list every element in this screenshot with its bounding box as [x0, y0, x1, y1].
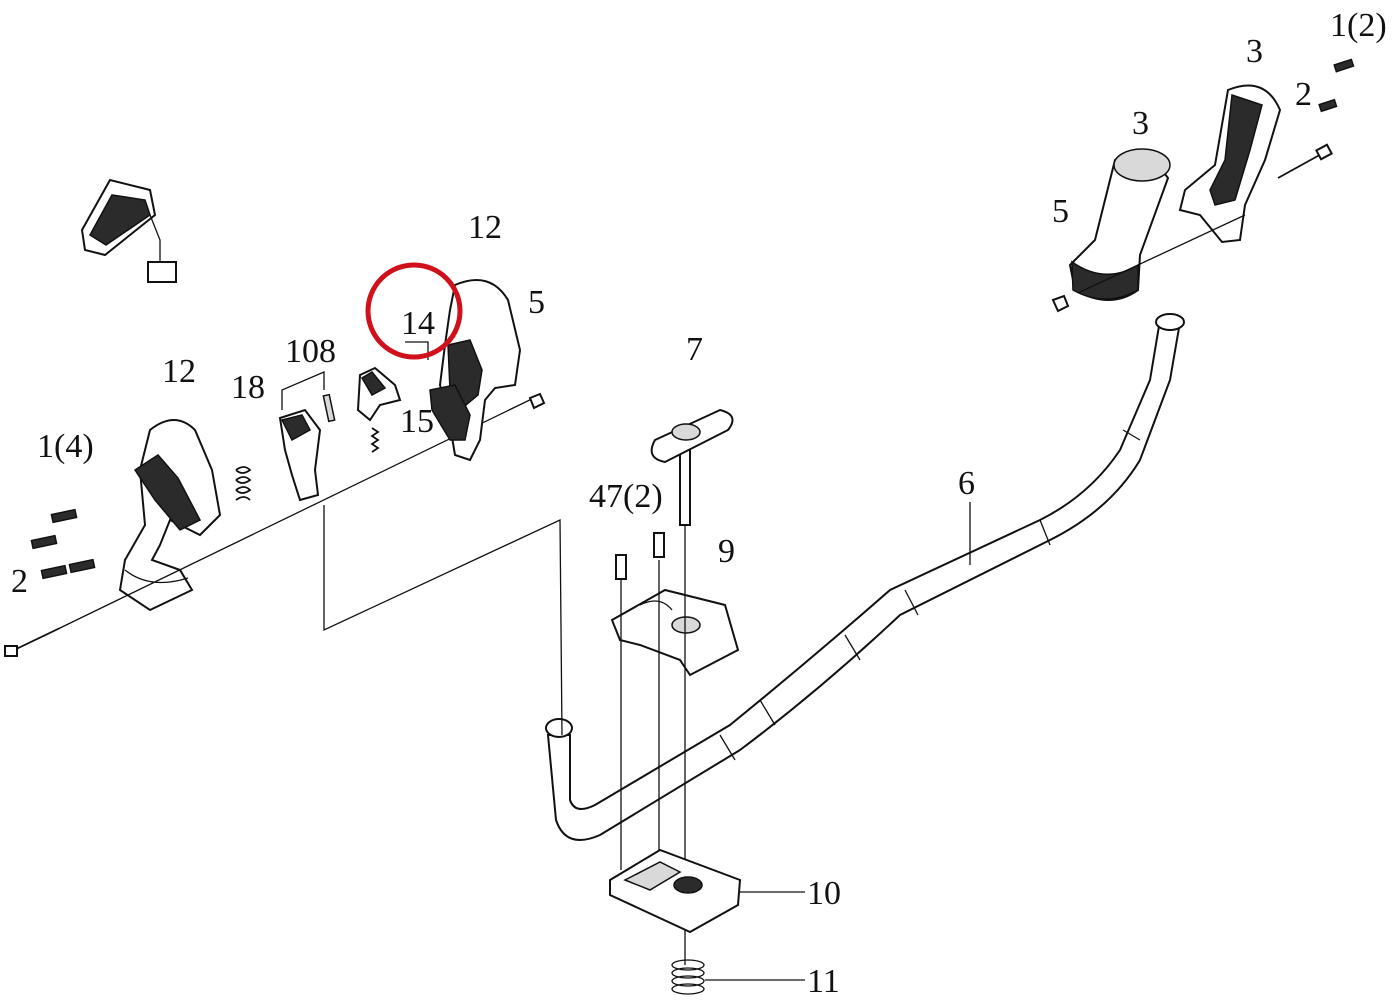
trigger-lever [356, 366, 402, 422]
highlight-circle [365, 262, 463, 360]
left-grip-housing [118, 419, 222, 612]
label-18: 18 [231, 369, 265, 406]
handlebar-tube [545, 313, 1185, 841]
bolts-47 [615, 532, 665, 580]
control-module [80, 178, 177, 283]
label-3-mid: 3 [1132, 105, 1149, 142]
left-screws [4, 508, 96, 657]
label-7: 7 [686, 331, 703, 368]
spring-11 [671, 959, 705, 995]
label-5-right: 5 [1052, 193, 1069, 230]
knob-bolt [650, 408, 734, 526]
label-2-left: 2 [11, 563, 28, 600]
label-1-2: 1(2) [1330, 7, 1387, 44]
clamp-top [610, 588, 740, 677]
lock-lever-108 [278, 393, 336, 502]
label-3-right: 3 [1246, 33, 1263, 70]
label-14: 14 [401, 305, 435, 342]
label-12-top: 12 [468, 209, 502, 246]
label-47-2: 47(2) [589, 478, 663, 515]
label-5-mid: 5 [528, 284, 545, 321]
label-9: 9 [718, 533, 735, 570]
right-axis-line [1077, 214, 1246, 294]
label-2-right: 2 [1295, 76, 1312, 113]
label-12-left: 12 [162, 353, 196, 390]
nut-5 [528, 392, 546, 410]
label-11: 11 [807, 963, 840, 1000]
right-screws [1051, 58, 1355, 313]
right-grip-housing [1178, 84, 1282, 244]
right-grip-sleeve [1068, 148, 1171, 301]
spring-18 [235, 466, 252, 501]
spring-15 [370, 427, 380, 453]
label-6: 6 [958, 465, 975, 502]
clamp-base [609, 848, 742, 934]
label-1-4: 1(4) [37, 428, 94, 465]
label-10: 10 [807, 875, 841, 912]
leader-108 [281, 371, 325, 410]
label-15: 15 [400, 403, 434, 440]
label-108: 108 [285, 333, 336, 370]
right-trigger-housing [429, 279, 522, 462]
assembly-link-line [323, 505, 563, 736]
